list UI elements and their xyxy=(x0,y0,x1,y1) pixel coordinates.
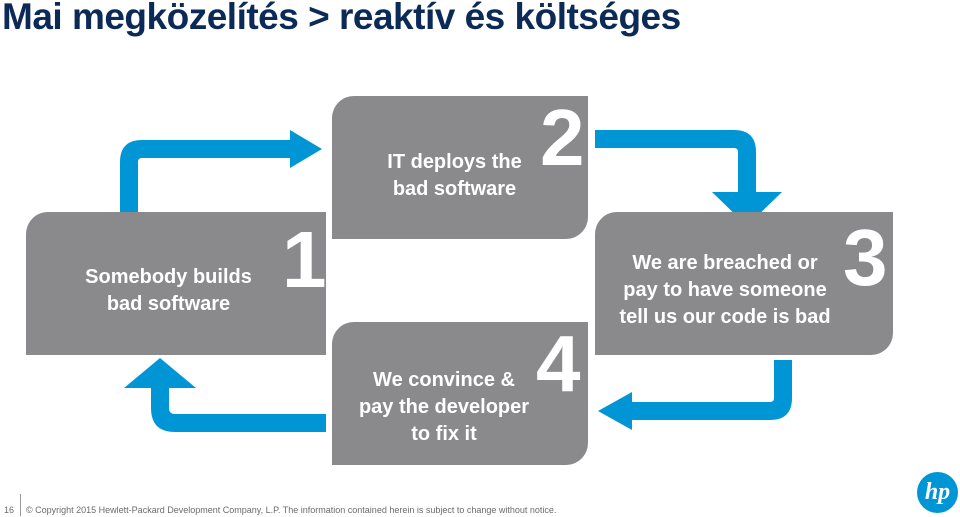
step-4-text: We convince & pay the developer to fix i… xyxy=(358,369,530,445)
step-3-text: We are breached or pay to have someone t… xyxy=(619,252,831,328)
step-2-box: IT deploys the bad software 2 xyxy=(332,96,588,239)
arrow-step1-to-step2 xyxy=(120,130,322,212)
step-4-number: 4 xyxy=(536,319,581,408)
copyright-notice: © Copyright 2015 Hewlett-Packard Develop… xyxy=(26,505,557,515)
arrow-step4-to-step1 xyxy=(124,358,326,432)
step-1-box: Somebody builds bad software 1 xyxy=(26,212,327,355)
step-2-text: IT deploys the bad software xyxy=(387,151,522,200)
step-3-number: 3 xyxy=(843,213,888,302)
step-1-text: Somebody builds bad software xyxy=(85,266,252,315)
arrow-step3-to-step4 xyxy=(598,360,792,430)
step-2-number: 2 xyxy=(540,93,585,182)
footer-divider xyxy=(20,494,21,516)
arrow-step2-to-step3 xyxy=(595,130,782,226)
hp-logo-text: hp xyxy=(924,479,951,505)
page-number: 16 xyxy=(4,505,15,515)
step-4-box: We convince & pay the developer to fix i… xyxy=(332,322,588,465)
slide-title: Mai megközelítés > reaktív és költséges xyxy=(2,0,681,37)
step-1-number: 1 xyxy=(282,215,327,304)
hp-logo: hp xyxy=(917,472,958,513)
step-3-box: We are breached or pay to have someone t… xyxy=(595,212,893,355)
